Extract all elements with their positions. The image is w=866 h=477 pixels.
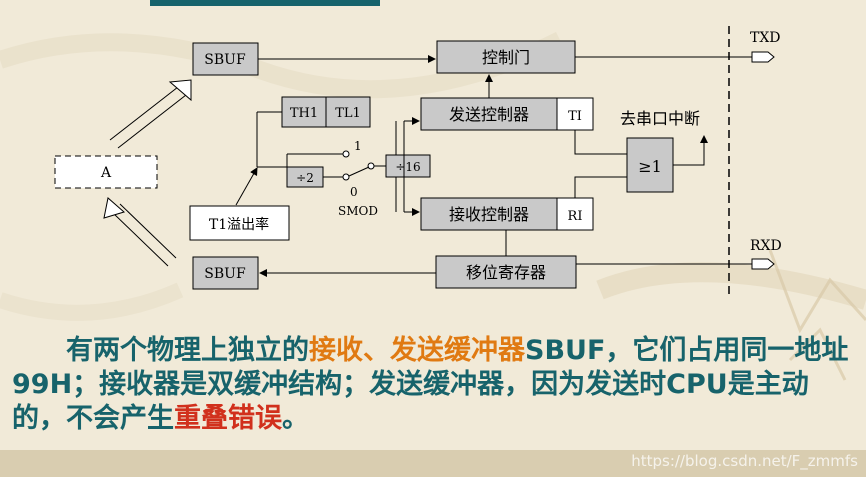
div16-box	[385, 154, 431, 178]
txd-pin	[751, 51, 775, 63]
para-text-3: 。	[282, 403, 309, 434]
rxd-pin	[751, 258, 775, 270]
switch-0-label: 0	[350, 185, 358, 199]
or-gate-label: ≥1	[638, 157, 662, 176]
shift-register-label: 移位寄存器	[466, 263, 546, 282]
cpu-a-box	[54, 155, 158, 189]
control-gate-box	[436, 40, 576, 74]
switch-1-label: 1	[354, 139, 362, 153]
ti-to-or-line	[574, 130, 627, 155]
div2-label: ÷2	[296, 171, 314, 185]
switch-contact-0	[342, 173, 350, 181]
t1-overflow-label: T1溢出率	[209, 216, 269, 233]
para-text-1: 有两个物理上独立的	[66, 335, 309, 366]
hollow-arrow-up	[109, 79, 192, 149]
shift-register-box	[435, 255, 577, 289]
uart-diagram: SBUF 控制门 TXD A TH1 TL1 ÷2 1 0 SMOD ÷16	[54, 0, 782, 296]
smod-label: SMOD	[338, 204, 378, 218]
ri-label: RI	[568, 209, 583, 224]
to-interrupt-label: 去串口中断	[620, 109, 700, 128]
t1-pointer-line	[235, 167, 258, 206]
switch-contact-1	[342, 150, 350, 158]
watermark: https://blog.csdn.net/F_zmmfs	[631, 452, 858, 470]
description-paragraph: 有两个物理上独立的接收、发送缓冲器SBUF，它们占用同一地址99H；接收器是双缓…	[12, 334, 860, 436]
recv-controller-label: 接收控制器	[449, 205, 529, 224]
tl1-box	[325, 96, 371, 128]
sbuf-top-box	[192, 42, 259, 76]
rxd-label: RXD	[750, 238, 782, 254]
ti-label: TI	[568, 109, 582, 124]
hollow-arrow-down	[103, 197, 177, 267]
th1-label: TH1	[290, 106, 318, 121]
recv-controller-box	[420, 197, 558, 231]
div16-label: ÷16	[395, 160, 420, 174]
para-text-2: SBUF，它们占用同一地址99H；接收器是双缓冲结构；发送缓冲器，因为发送时CP…	[12, 335, 849, 434]
send-controller-label: 发送控制器	[449, 105, 529, 124]
sbuf-bottom-box	[192, 256, 259, 290]
switch-blade	[348, 166, 370, 177]
t1-overflow-box	[189, 205, 290, 241]
or-gate-box	[626, 137, 674, 193]
ri-to-or-line	[574, 176, 627, 198]
or-to-interrupt-line	[673, 135, 708, 166]
txd-label: TXD	[750, 30, 781, 46]
para-highlight-overlap: 重叠错误	[174, 403, 282, 434]
sbuf-bottom-label: SBUF	[204, 266, 246, 282]
switch-pivot	[367, 162, 375, 170]
ti-flag-box	[556, 97, 594, 131]
sbuf-top-label: SBUF	[204, 52, 246, 68]
para-highlight-buffers: 接收、发送缓冲器	[309, 335, 525, 366]
cpu-a-label: A	[100, 165, 112, 181]
send-controller-box	[420, 97, 558, 131]
tl1-label: TL1	[335, 106, 361, 121]
control-gate-label: 控制门	[482, 48, 530, 67]
ri-flag-box	[556, 197, 594, 231]
title-fragment	[150, 0, 380, 6]
